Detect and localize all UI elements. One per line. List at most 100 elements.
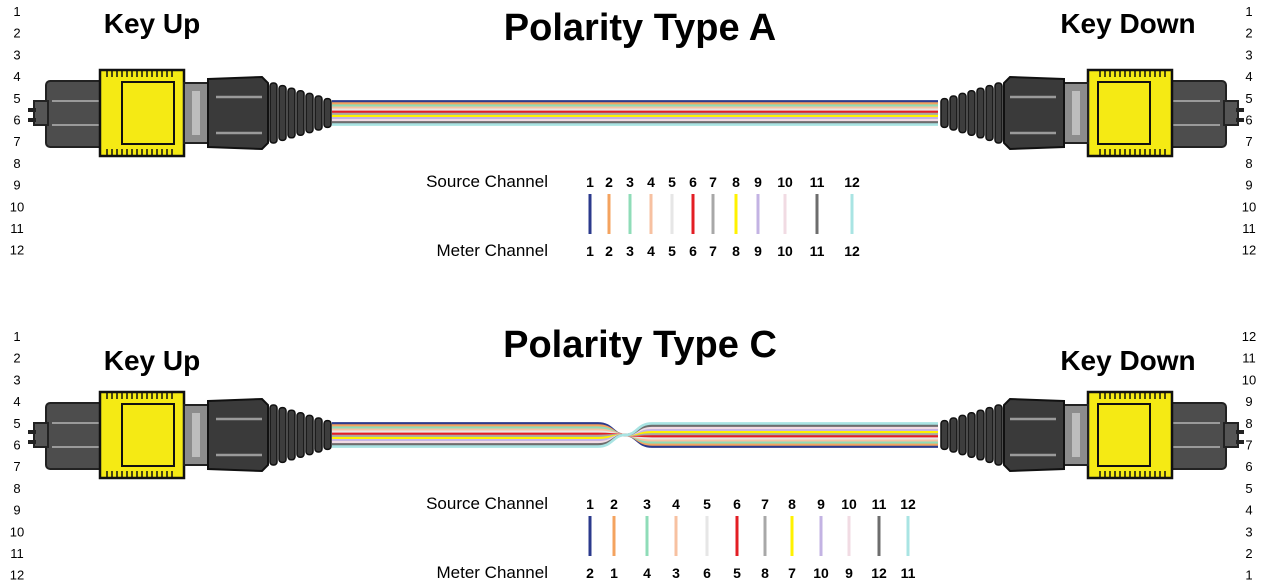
left-pin-number: 10 — [10, 524, 24, 539]
connector-body — [207, 75, 269, 151]
right-pin-number: 6 — [1245, 113, 1252, 128]
key-up-label: Key Up — [104, 345, 200, 376]
left-pin-number: 9 — [13, 178, 20, 193]
source-channel-number: 11 — [872, 496, 887, 512]
left-pin-number: 3 — [13, 372, 20, 387]
left-pin-number: 2 — [13, 26, 20, 41]
left-pin-number: 1 — [13, 329, 20, 344]
right-pin-number: 4 — [1245, 69, 1252, 84]
source-channel-number: 3 — [626, 174, 634, 190]
right-pin-number: 1 — [1245, 568, 1252, 583]
right-pin-number: 5 — [1245, 481, 1252, 496]
meter-channel-number: 11 — [901, 565, 916, 581]
source-channel-number: 1 — [586, 496, 594, 512]
left-pin-number: 8 — [13, 156, 20, 171]
source-channel-number: 11 — [810, 174, 825, 190]
right-pin-number: 3 — [1245, 47, 1252, 62]
left-mpo-connector — [28, 390, 332, 480]
polarity-title: Polarity Type A — [504, 7, 776, 49]
meter-channel-number: 12 — [844, 243, 860, 259]
connector-tip — [33, 422, 49, 448]
right-pin-number: 11 — [1242, 221, 1256, 236]
connector-body — [1003, 75, 1065, 151]
source-channel-label: Source Channel — [426, 172, 548, 191]
left-pin-number: 4 — [13, 394, 20, 409]
source-channel-number: 8 — [788, 496, 796, 512]
right-pin-number: 7 — [1245, 134, 1252, 149]
source-channel-label: Source Channel — [426, 494, 548, 513]
right-pin-number: 4 — [1245, 503, 1252, 518]
source-channel-number: 1 — [586, 174, 594, 190]
meter-channel-number: 2 — [605, 243, 613, 259]
right-pin-number: 9 — [1245, 394, 1252, 409]
left-pin-number: 11 — [10, 546, 24, 561]
source-channel-number: 3 — [643, 496, 651, 512]
right-pin-number: 6 — [1245, 459, 1252, 474]
right-pin-number: 8 — [1245, 416, 1252, 431]
source-channel-number: 6 — [733, 496, 741, 512]
source-channel-number: 9 — [754, 174, 762, 190]
meter-channel-number: 9 — [845, 565, 853, 581]
left-pin-number: 4 — [13, 69, 20, 84]
meter-channel-label: Meter Channel — [436, 241, 548, 260]
right-mpo-connector — [940, 68, 1244, 158]
right-pin-number: 12 — [1242, 243, 1256, 258]
right-pin-number: 8 — [1245, 156, 1252, 171]
meter-channel-number: 9 — [754, 243, 762, 259]
source-channel-number: 10 — [841, 496, 857, 512]
left-pin-number: 5 — [13, 416, 20, 431]
key-down-label: Key Down — [1060, 345, 1195, 376]
source-channel-number: 2 — [610, 496, 618, 512]
straight-fiber-ribbon — [332, 100, 938, 126]
connector-boot — [994, 82, 1003, 144]
right-pin-number: 1 — [1245, 4, 1252, 19]
connector-tip — [1223, 422, 1239, 448]
polarity-title: Polarity Type C — [503, 324, 777, 366]
source-channel-number: 8 — [732, 174, 740, 190]
source-channel-number: 5 — [703, 496, 711, 512]
meter-channel-number: 4 — [643, 565, 651, 581]
right-pin-number: 2 — [1245, 546, 1252, 561]
source-channel-number: 12 — [844, 174, 860, 190]
right-pin-number: 10 — [1242, 199, 1256, 214]
left-pin-number: 5 — [13, 91, 20, 106]
connector-boot — [994, 404, 1003, 466]
meter-channel-number: 8 — [732, 243, 740, 259]
meter-channel-number: 5 — [668, 243, 676, 259]
left-pin-number: 10 — [10, 199, 24, 214]
left-pin-number: 12 — [10, 243, 24, 258]
source-channel-number: 9 — [817, 496, 825, 512]
source-channel-number: 7 — [709, 174, 717, 190]
meter-channel-number: 3 — [672, 565, 680, 581]
meter-channel-number: 10 — [813, 565, 829, 581]
source-channel-number: 4 — [647, 174, 655, 190]
source-channel-number: 2 — [605, 174, 613, 190]
meter-channel-number: 12 — [871, 565, 887, 581]
right-pin-number: 7 — [1245, 438, 1252, 453]
left-pin-number: 2 — [13, 351, 20, 366]
left-pin-number: 3 — [13, 47, 20, 62]
connector-boot — [269, 82, 278, 144]
meter-channel-number: 6 — [689, 243, 697, 259]
left-pin-number: 9 — [13, 503, 20, 518]
meter-channel-number: 10 — [777, 243, 793, 259]
right-pin-number: 11 — [1242, 351, 1256, 366]
source-channel-number: 12 — [900, 496, 916, 512]
connector-tip — [33, 100, 49, 126]
source-channel-number: 5 — [668, 174, 676, 190]
left-pin-number: 12 — [10, 568, 24, 583]
source-channel-number: 10 — [777, 174, 793, 190]
left-pin-number: 6 — [13, 113, 20, 128]
right-pin-number: 9 — [1245, 178, 1252, 193]
source-channel-number: 4 — [672, 496, 680, 512]
left-pin-number: 8 — [13, 481, 20, 496]
key-down-label: Key Down — [1060, 8, 1195, 39]
right-pin-number: 5 — [1245, 91, 1252, 106]
right-pin-number: 3 — [1245, 524, 1252, 539]
meter-channel-number: 1 — [610, 565, 618, 581]
left-pin-number: 7 — [13, 459, 20, 474]
meter-channel-number: 7 — [788, 565, 796, 581]
left-pin-number: 11 — [10, 221, 24, 236]
meter-channel-number: 6 — [703, 565, 711, 581]
